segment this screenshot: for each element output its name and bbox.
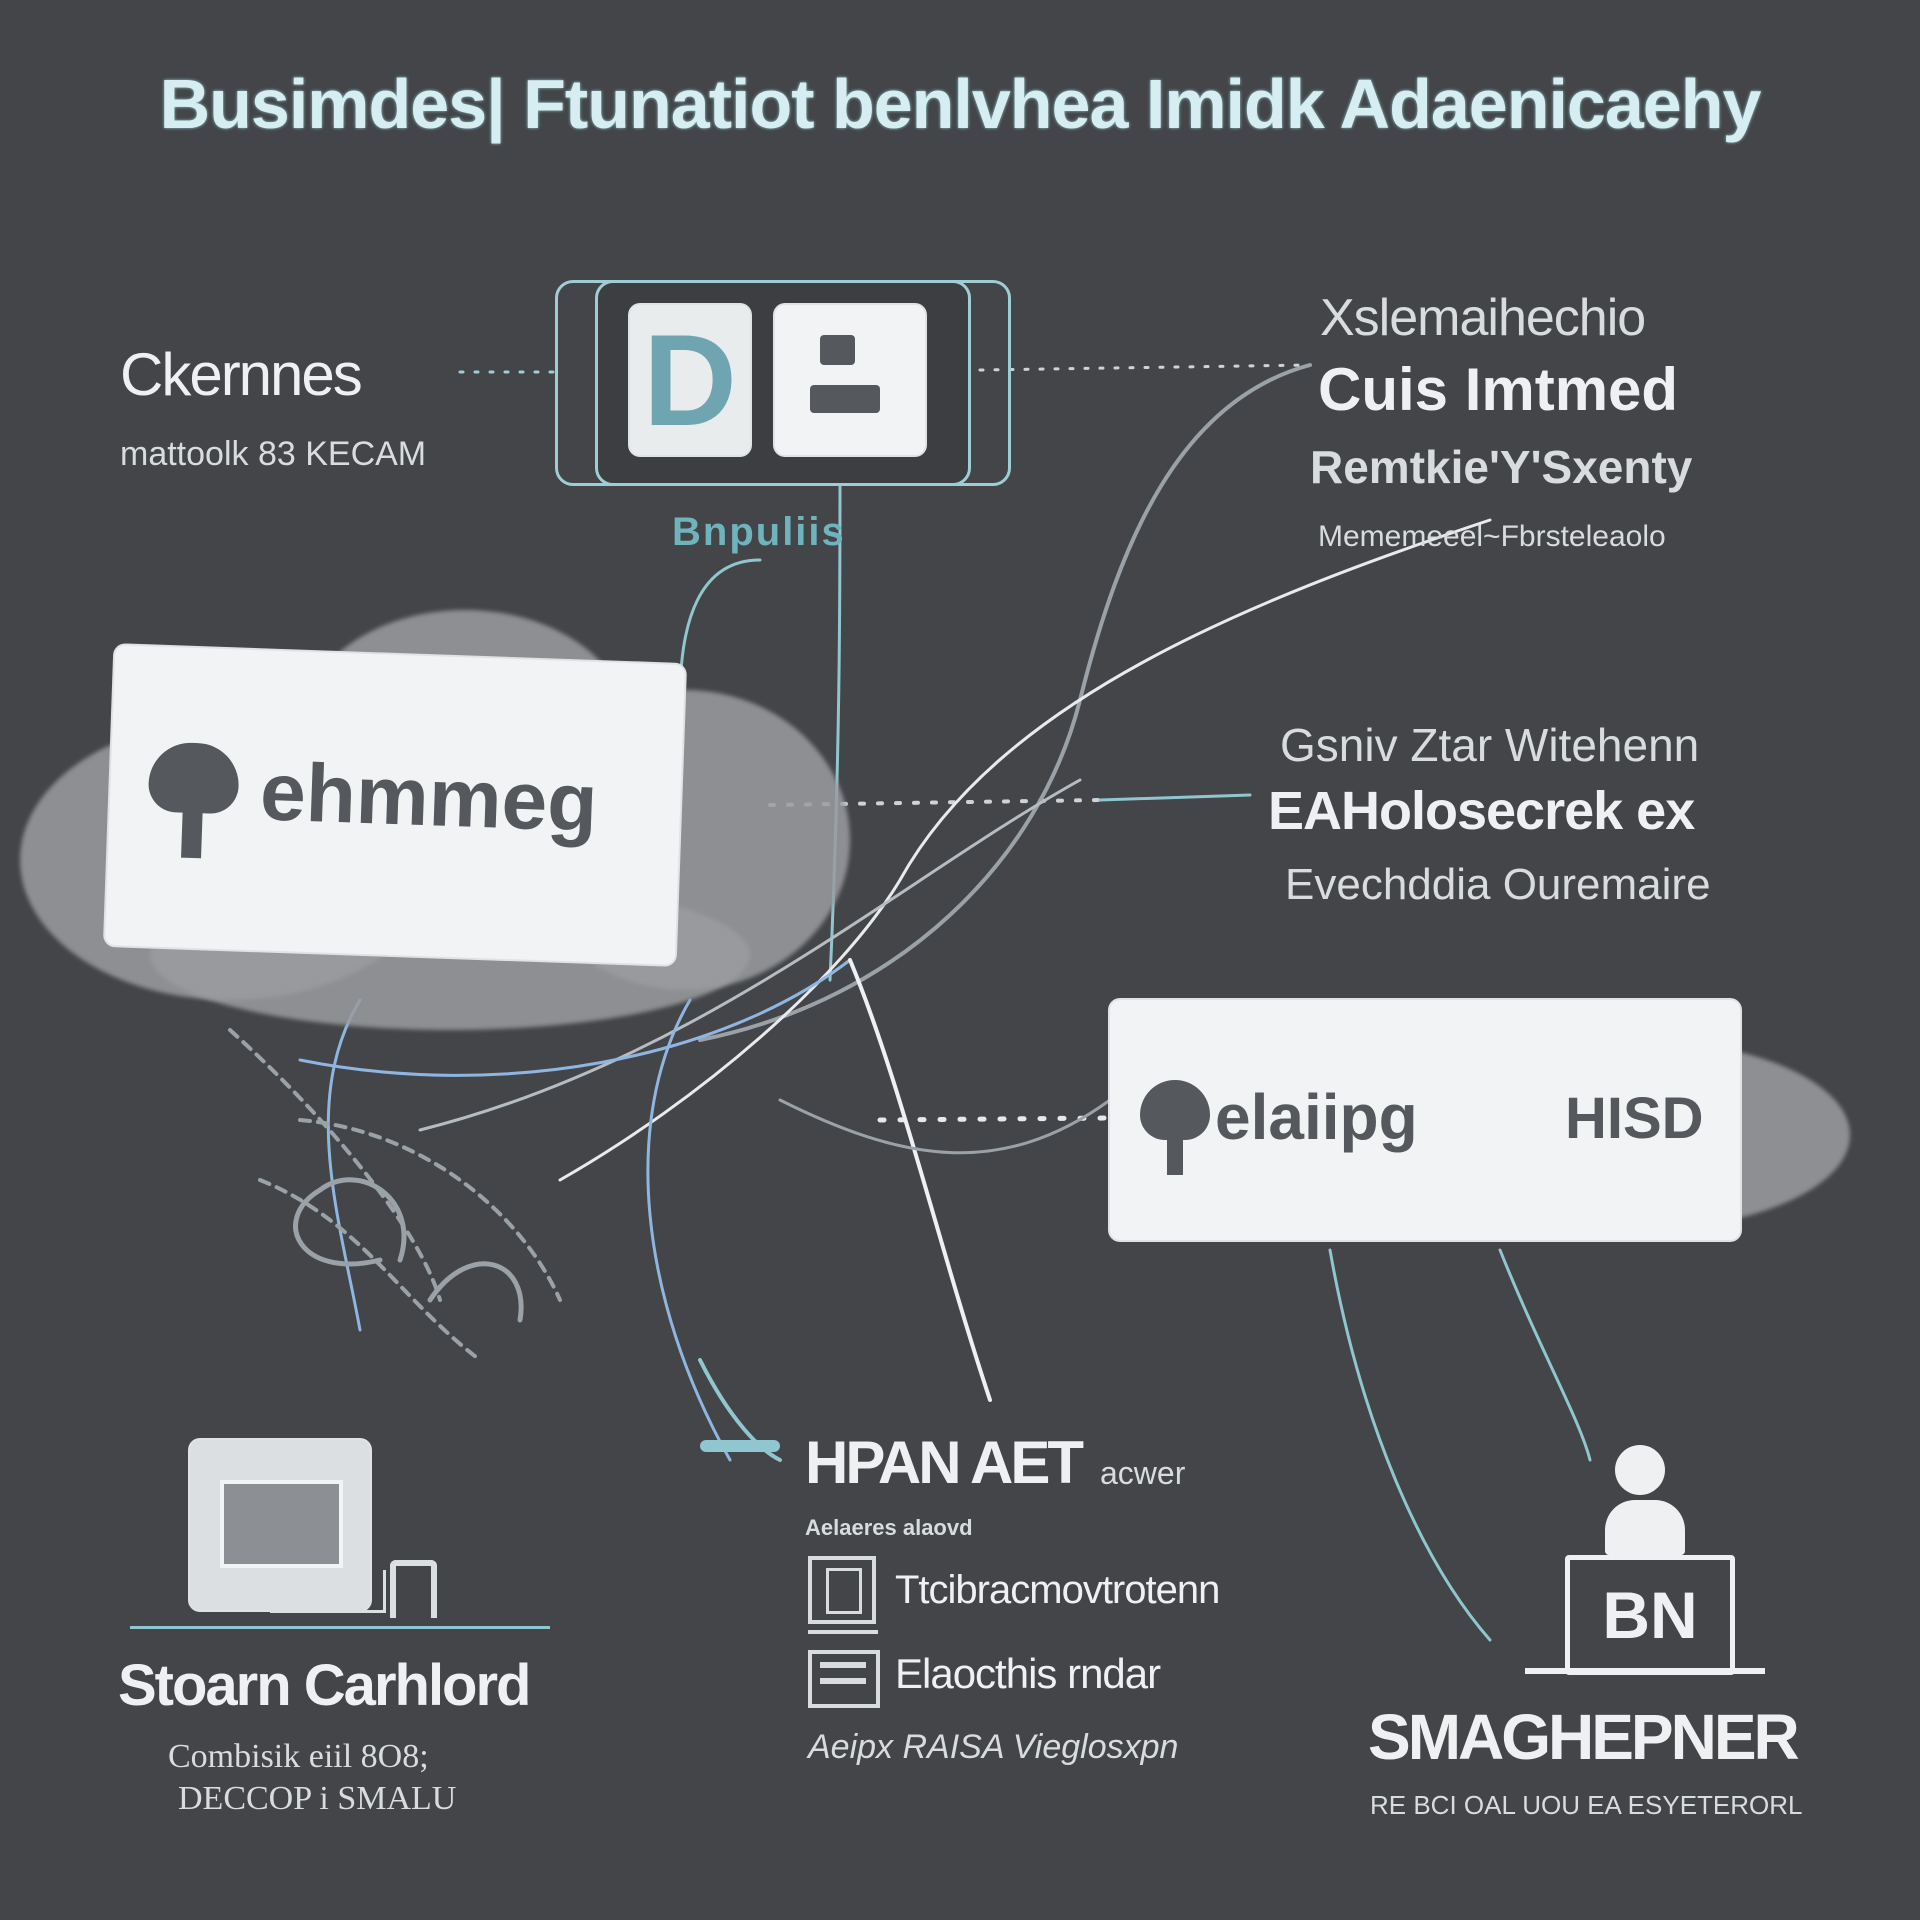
list-icon-grid-inner [826,1568,862,1614]
tree-icon [147,741,241,815]
bottom-left-sub2: DECCOP i SMALU [178,1780,457,1817]
desk-screen-icon: BN [1565,1555,1735,1675]
list-icon-grid [808,1556,876,1624]
bottom-right-sub: RE BCI OAL UOU EA ESYETERORL [1370,1790,1803,1820]
list-icon-card-bar1 [820,1662,866,1668]
top-right-line2: Cuis Imtmed [1318,356,1679,423]
top-left-label: Ckernnes [120,341,363,408]
mid-right-line1: Gsniv Ztar Witehenn [1280,719,1700,771]
mid-right-line2: EAHolosecrek ex [1268,781,1695,841]
device-caption: Bnpuliis [672,510,846,554]
label-box-right: elaiipg HISD [1110,1000,1740,1240]
device-screen-left: D [630,305,750,455]
bottom-center-heading: HPAN AET [805,1429,1084,1496]
legend-item-1: Ttcibracmovtrotenn [895,1568,1220,1612]
monitor-side-glyph [390,1560,437,1618]
tree-icon-right [1140,1080,1210,1140]
person-head-icon [1615,1445,1665,1495]
device-block-icon [820,335,855,365]
bottom-center-arrow [700,1440,780,1452]
top-left-sublabel: mattoolk 83 KECAM [120,435,427,473]
diagram-title: Busimdes| Ftunatiot benlvhea Imidk Adaen… [159,65,1762,143]
label-box-left: ehmmeg [104,645,686,965]
tree-icon-trunk [181,807,203,859]
bottom-left-label: Stoarn Carhlord [118,1653,531,1718]
monitor-icon [190,1440,370,1610]
desk-screen-text: BN [1602,1578,1698,1652]
box-left-label: ehmmeg [258,746,599,850]
list-icon-card-bar2 [820,1678,866,1684]
desk-surface-icon [1525,1668,1765,1674]
bottom-right-label: SMAGHEPNER [1368,1701,1800,1773]
tree-icon-right-trunk [1167,1135,1183,1175]
bottom-center-footer: Aeipx RAISA Vieglosxpn [808,1728,1179,1766]
top-right-line3: Remtkie'Y'Sxenty [1310,441,1693,493]
monitor-screen [220,1480,343,1568]
device-screen-right [775,305,925,455]
box-right-label: elaiipg [1215,1081,1418,1153]
monitor-stand [270,1570,386,1613]
bottom-center-heading-tail: acwer [1100,1455,1186,1491]
device-bar-icon [810,385,880,413]
bottom-left-divider [130,1626,550,1629]
device-glyph: D [643,307,737,453]
bottom-center-sub: Aelaeres alaovd [805,1515,973,1540]
top-right-line1: Xslemaihechio [1320,289,1646,347]
mid-right-line3: Evechddia Ouremaire [1285,860,1711,909]
legend-item-2: Elaocthis rndar [895,1650,1161,1697]
legend-divider [808,1630,878,1634]
box-right-tag: HISD [1565,1086,1704,1151]
bottom-left-sub1: Combisik eiil 8O8; [168,1738,429,1775]
list-icon-card [808,1650,880,1708]
top-right-line4: Mememeeel~Fbrsteleaolo [1318,520,1666,553]
person-body-icon [1605,1500,1685,1555]
